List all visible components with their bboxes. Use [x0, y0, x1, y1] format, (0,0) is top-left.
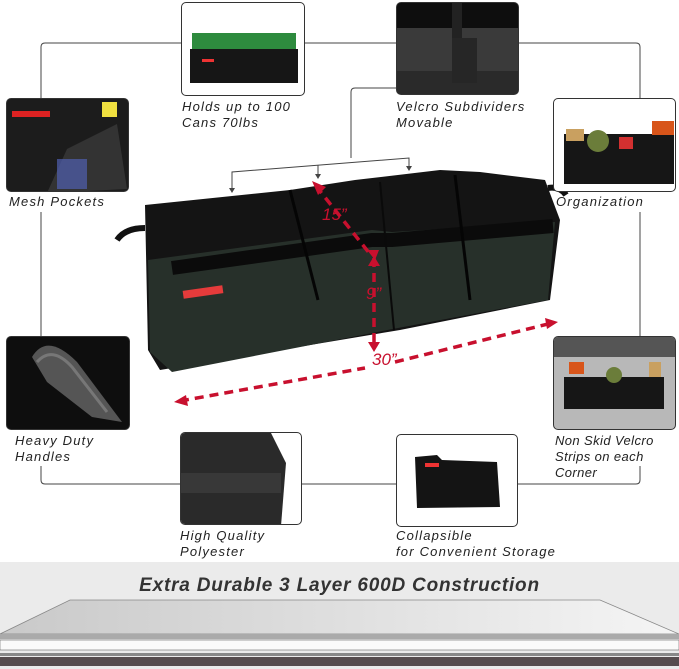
fabric-layers-diagram [0, 599, 679, 666]
depth-dimension-label: 15” [322, 205, 347, 224]
feature-caption-velcro: Velcro Subdividers Movable [396, 99, 526, 130]
feature-caption-organization: Organization [556, 194, 645, 209]
feature-caption-collapsible: Collapsible for Convenient Storage [396, 528, 557, 559]
width-dimension-label: 30” [372, 350, 397, 369]
organized-trunk-photo [553, 98, 676, 192]
handle-photo [6, 336, 130, 430]
construction-banner: Extra Durable 3 Layer 600D Construction [0, 562, 679, 669]
main-organizer-image [114, 170, 569, 372]
fabric-photo [180, 432, 302, 525]
folded-organizer-photo [396, 434, 518, 527]
feature-caption-mesh: Mesh Pockets [9, 194, 106, 209]
construction-title: Extra Durable 3 Layer 600D Construction [139, 575, 540, 596]
height-dimension-label: 9” [366, 284, 382, 303]
feature-caption-polyester: High Quality Polyester [180, 528, 266, 559]
feature-caption-cans: Holds up to 100 Cans 70lbs [182, 99, 292, 130]
velcro-strap-photo [396, 2, 519, 95]
cans-organizer-photo [181, 2, 305, 96]
feature-caption-nonskid: Non Skid Velcro Strips on each Corner [555, 433, 654, 480]
mesh-pocket-photo [6, 98, 129, 192]
feature-caption-handles: Heavy Duty Handles [15, 433, 95, 464]
trunk-photo [553, 336, 676, 430]
